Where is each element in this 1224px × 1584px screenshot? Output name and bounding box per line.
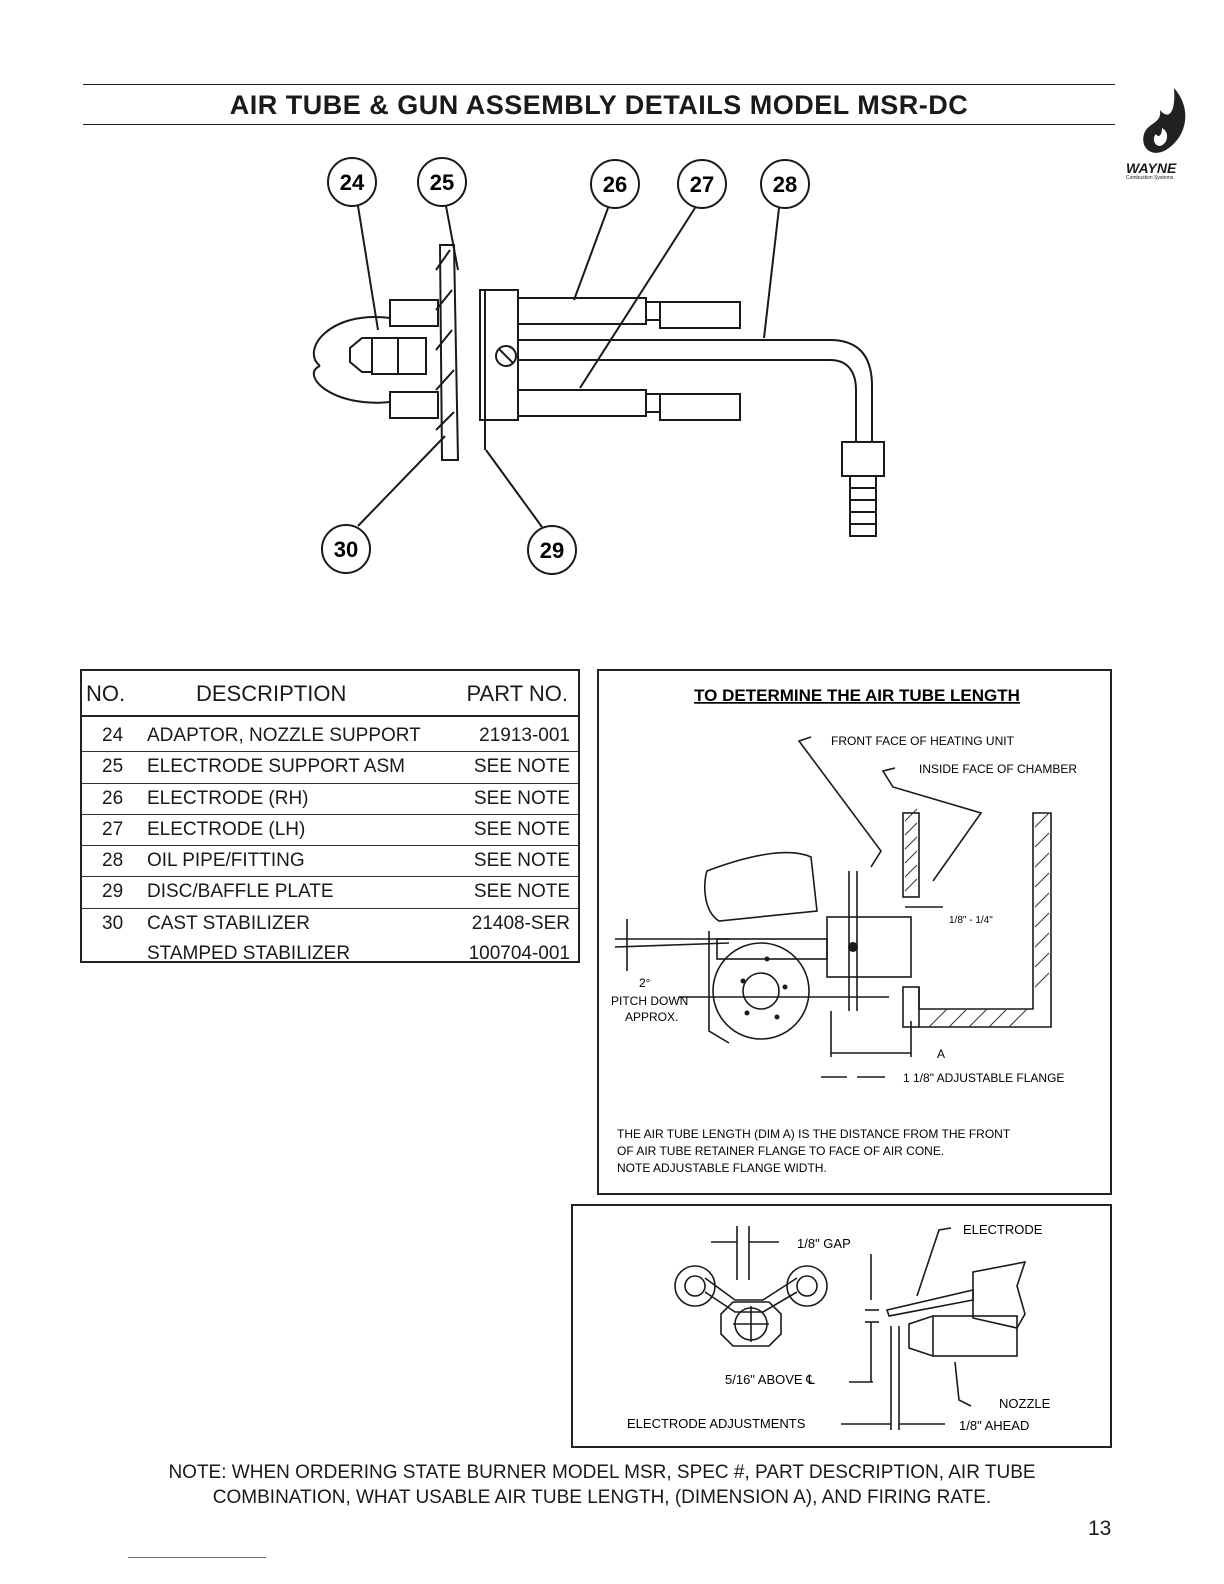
header-part-no: PART NO. <box>466 681 568 706</box>
row-no: 27 <box>102 818 124 840</box>
callout-circle-25 <box>417 157 467 207</box>
row-description: STAMPED STABILIZER <box>147 943 351 965</box>
row-part-no: SEE NOTE <box>473 850 570 872</box>
row-no: 28 <box>102 850 124 872</box>
table-row: 25 ELECTRODE SUPPORT ASM SEE NOTE <box>82 752 578 784</box>
parts-table-header: NO. DESCRIPTION PART NO. <box>82 671 578 717</box>
page-title: AIR TUBE & GUN ASSEMBLY DETAILS MODEL MS… <box>229 90 969 120</box>
callout-30: 30 <box>334 537 358 562</box>
nozzle-label: NOZZLE <box>999 1396 1051 1411</box>
parts-table: NO. DESCRIPTION PART NO. 24 ADAPTOR, NOZ… <box>80 669 580 964</box>
row-description: OIL PIPE/FITTING <box>147 850 305 872</box>
electrode-adjustments-box: 1/8" GAP ELECTRODE 5/16" ABOVE ℄ NOZZLE … <box>571 1204 1112 1448</box>
row-part-no: 21913-001 <box>479 725 570 746</box>
callout-circle-26 <box>590 159 640 209</box>
flange-label: 1 1/8" ADJUSTABLE FLANGE <box>903 1071 1064 1085</box>
gap-label: 1/8" GAP <box>797 1236 851 1251</box>
row-part-no: 100704-001 <box>468 943 570 965</box>
callout-circle-28 <box>760 159 810 209</box>
callout-26: 26 <box>603 172 627 197</box>
callout-24: 24 <box>340 170 365 195</box>
pitch-down-label: PITCH DOWN <box>611 994 688 1008</box>
electrode-adjustment-diagram: 1/8" GAP ELECTRODE 5/16" ABOVE ℄ NOZZLE … <box>627 1222 1051 1433</box>
scan-artifact-line <box>128 1557 266 1558</box>
ordering-note-line-2: COMBINATION, WHAT USABLE AIR TUBE LENGTH… <box>212 1487 992 1508</box>
adjustments-label: ELECTRODE ADJUSTMENTS <box>627 1416 806 1431</box>
gap-label: 1/8" - 1/4" <box>949 915 993 926</box>
table-row: 24 ADAPTOR, NOZZLE SUPPORT 21913-001 <box>82 721 578 753</box>
row-part-no: SEE NOTE <box>473 787 570 809</box>
above-label: 5/16" ABOVE ℄ <box>725 1372 815 1387</box>
callout-circle-24 <box>327 157 377 207</box>
table-row: 30 CAST STABILIZER 21408-SER <box>82 909 578 939</box>
gun-assembly-drawing: 24 25 26 27 28 29 30 <box>313 157 885 575</box>
row-description: ELECTRODE SUPPORT ASM <box>147 756 405 778</box>
logo-subtext: Combustion Systems <box>1126 175 1174 181</box>
dim-a-label: A <box>937 1047 945 1061</box>
air-tube-diagram: TO DETERMINE THE AIR TUBE LENGTH <box>611 686 1077 1175</box>
row-description: ELECTRODE (RH) <box>147 787 309 809</box>
air-tube-box-title: TO DETERMINE THE AIR TUBE LENGTH <box>694 686 1020 705</box>
row-no: 25 <box>102 756 124 778</box>
header-rule-bottom <box>83 124 1115 125</box>
header-description: DESCRIPTION <box>196 681 347 706</box>
logo-text: WAYNE <box>1126 160 1177 176</box>
row-no: 26 <box>102 787 124 809</box>
table-row: 27 ELECTRODE (LH) SEE NOTE <box>82 815 578 847</box>
air-tube-length-box: TO DETERMINE THE AIR TUBE LENGTH <box>597 669 1112 1195</box>
description-line-3: NOTE ADJUSTABLE FLANGE WIDTH. <box>617 1161 827 1175</box>
ahead-label: 1/8" AHEAD <box>959 1418 1029 1433</box>
row-no: 30 <box>102 912 124 934</box>
approx-label: APPROX. <box>625 1010 678 1024</box>
table-row: 28 OIL PIPE/FITTING SEE NOTE <box>82 846 578 878</box>
row-description: CAST STABILIZER <box>147 912 310 934</box>
header-rule-top <box>83 84 1115 85</box>
callout-28: 28 <box>773 172 797 197</box>
callout-27: 27 <box>690 172 714 197</box>
header-no: NO. <box>86 681 126 706</box>
description-line-1: THE AIR TUBE LENGTH (DIM A) IS THE DISTA… <box>617 1127 1011 1141</box>
row-description: ADAPTOR, NOZZLE SUPPORT <box>147 725 421 746</box>
callout-circle-29 <box>527 525 577 575</box>
row-no: 29 <box>102 881 124 903</box>
table-row: STAMPED STABILIZER 100704-001 <box>82 939 578 969</box>
table-row: 26 ELECTRODE (RH) SEE NOTE <box>82 784 578 815</box>
electrode-label: ELECTRODE <box>963 1222 1043 1237</box>
callout-circle-27 <box>677 159 727 209</box>
wayne-flame-logo-icon <box>1143 88 1186 153</box>
row-part-no: 21408-SER <box>471 912 570 934</box>
callout-circle-30 <box>321 524 371 574</box>
page-number: 13 <box>1088 1517 1112 1540</box>
row-part-no: SEE NOTE <box>473 818 570 840</box>
inside-face-label: INSIDE FACE OF CHAMBER <box>919 762 1077 776</box>
callout-25: 25 <box>430 170 454 195</box>
row-part-no: SEE NOTE <box>473 756 570 778</box>
description-line-2: OF AIR TUBE RETAINER FLANGE TO FACE OF A… <box>617 1144 944 1158</box>
row-no: 24 <box>102 725 124 746</box>
row-description: DISC/BAFFLE PLATE <box>147 881 334 903</box>
row-description: ELECTRODE (LH) <box>147 818 306 840</box>
front-face-label: FRONT FACE OF HEATING UNIT <box>831 734 1015 748</box>
table-row: 29 DISC/BAFFLE PLATE SEE NOTE <box>82 877 578 909</box>
ordering-note-line-1: NOTE: WHEN ORDERING STATE BURNER MODEL M… <box>168 1462 1036 1483</box>
callout-29: 29 <box>540 538 564 563</box>
pitch-deg-label: 2° <box>639 976 651 990</box>
row-part-no: SEE NOTE <box>473 881 570 903</box>
